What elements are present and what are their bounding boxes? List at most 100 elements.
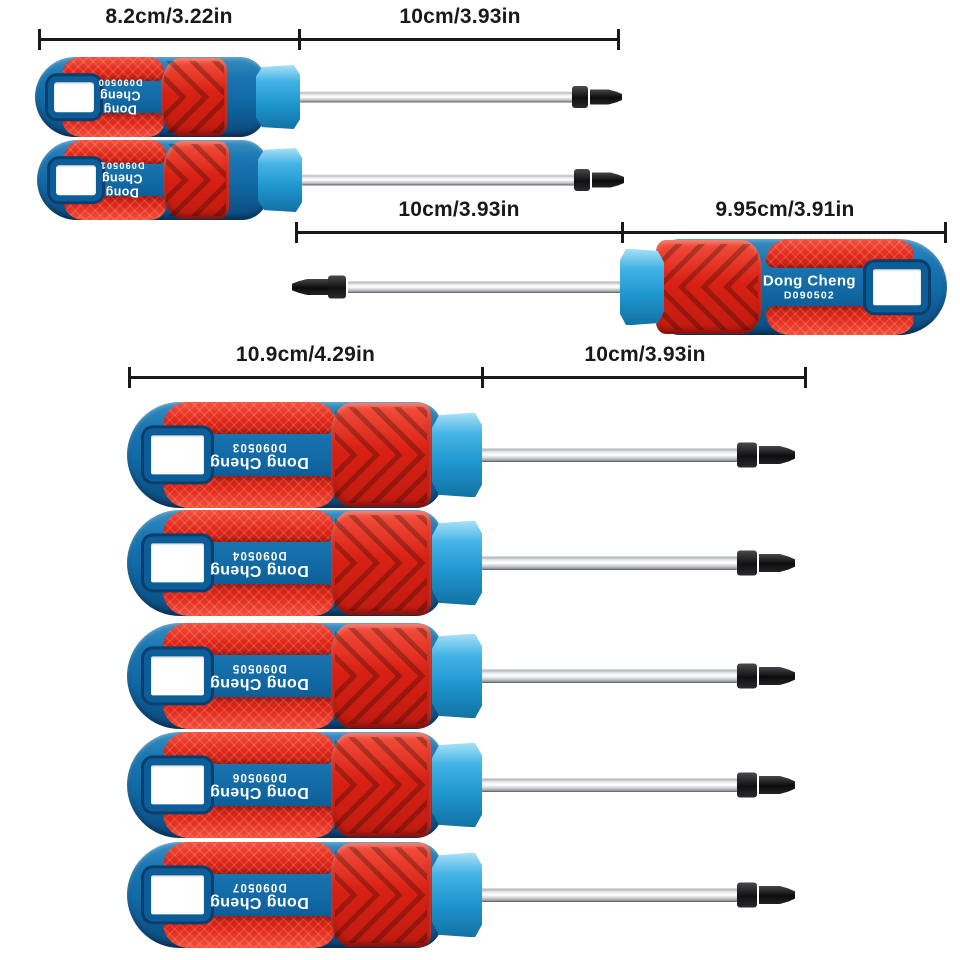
brand-label: Dong Cheng <box>762 272 856 290</box>
grip <box>163 141 229 219</box>
chevron-pattern <box>335 407 427 455</box>
shaft <box>482 556 737 570</box>
grip-pad-bottom <box>163 584 336 616</box>
ferrule <box>737 882 757 908</box>
collar <box>432 412 482 498</box>
handle-print: Dong Cheng D090506 <box>191 769 327 801</box>
dimension-label: 10cm/3.93in <box>584 343 706 366</box>
handle-print: Dong Cheng D090503 <box>191 439 327 470</box>
ruler-tick <box>944 222 947 243</box>
shaft <box>482 778 737 792</box>
ferrule <box>574 169 590 191</box>
hang-hole <box>143 428 211 482</box>
dimension-label: 10.9cm/4.29in <box>235 343 376 366</box>
shaft <box>300 91 572 103</box>
model-label: D090502 <box>783 289 835 302</box>
brand-label: Dong Cheng <box>209 674 309 692</box>
ruler-tick <box>617 29 620 50</box>
grip <box>331 733 431 837</box>
collar <box>432 852 482 938</box>
ruler-tick <box>298 29 301 50</box>
chevron-pattern <box>335 847 427 895</box>
chevron-pattern <box>335 455 427 503</box>
chevron-pattern <box>165 144 227 180</box>
ruler-middle: 10cm/3.93in 9.95cm/3.91in <box>295 198 947 246</box>
dimension-label: 10cm/3.93in <box>398 198 520 221</box>
ruler-top: 8.2cm/3.22in 10cm/3.93in <box>38 5 620 53</box>
handle: Dong Cheng D090500 <box>35 57 300 137</box>
chevron-pattern <box>163 97 225 133</box>
grip <box>161 58 227 136</box>
torx-tip <box>759 554 795 572</box>
handle-print: Dong Cheng D090504 <box>191 547 327 578</box>
chevron-pattern <box>335 563 427 611</box>
shaft <box>302 174 574 186</box>
collar <box>432 520 482 606</box>
dimension-label: 9.95cm/3.91in <box>715 198 855 221</box>
brand-label: Dong Cheng <box>99 88 141 117</box>
grip <box>656 240 762 334</box>
shaft <box>482 669 737 683</box>
grip <box>331 624 431 728</box>
handle: Dong Cheng D090505 <box>127 623 482 729</box>
handle-print: Dong Cheng D090505 <box>191 660 327 692</box>
hang-hole <box>143 536 211 590</box>
chevron-pattern <box>335 785 427 833</box>
torx-tip <box>590 89 622 105</box>
screwdriver-d090504: Dong Cheng D090504 <box>127 510 795 616</box>
screwdriver-d090503: Dong Cheng D090503 <box>127 402 795 508</box>
brand-label: Dong Cheng <box>209 783 309 801</box>
chevron-pattern <box>335 628 427 676</box>
collar <box>620 248 664 326</box>
ruler-tick <box>295 222 298 243</box>
torx-tip <box>759 776 795 794</box>
screwdriver-d090502: Dong Cheng D090502 <box>292 239 947 335</box>
ruler-tick <box>804 367 807 388</box>
collar <box>256 65 300 129</box>
shaft <box>348 281 620 293</box>
grip <box>331 843 431 947</box>
torx-tip <box>592 172 624 188</box>
torx-tip <box>292 279 328 295</box>
handle-print: Dong Cheng D090507 <box>191 879 327 911</box>
grip-pad-bottom <box>163 476 336 508</box>
grip <box>331 511 431 615</box>
torx-tip <box>759 667 795 685</box>
chevron-pattern <box>660 243 758 287</box>
handle-print: Dong Cheng D090502 <box>734 272 884 301</box>
model-label: D090504 <box>231 548 287 561</box>
ruler-line <box>38 38 620 41</box>
dimension-label: 8.2cm/3.22in <box>105 5 233 28</box>
handle: Dong Cheng D090502 <box>620 239 947 335</box>
shaft <box>482 888 737 902</box>
chevron-pattern <box>165 180 227 216</box>
brand-label: Dong Cheng <box>209 893 309 911</box>
handle-print: Dong Cheng D090501 <box>85 160 159 200</box>
model-label: D090500 <box>97 77 143 88</box>
screwdriver-d090507: Dong Cheng D090507 <box>127 842 795 948</box>
hang-hole <box>143 758 211 812</box>
collar <box>432 633 482 719</box>
brand-label: Dong Cheng <box>101 171 143 200</box>
hang-hole <box>865 262 928 312</box>
chevron-pattern <box>335 676 427 724</box>
handle: Dong Cheng D090501 <box>37 140 302 220</box>
model-label: D090503 <box>231 440 287 453</box>
ruler-tick <box>38 29 41 50</box>
torx-tip <box>759 886 795 904</box>
grip-pad-bottom <box>163 916 336 948</box>
handle: Dong Cheng D090503 <box>127 402 482 508</box>
chevron-pattern <box>335 515 427 563</box>
hang-hole <box>47 76 100 118</box>
collar <box>432 742 482 828</box>
chevron-pattern <box>163 61 225 97</box>
chevron-pattern <box>660 287 758 331</box>
hang-hole <box>143 868 211 922</box>
chevron-pattern <box>335 895 427 943</box>
handle-print: Dong Cheng D090500 <box>83 77 157 117</box>
screwdriver-d090505: Dong Cheng D090505 <box>127 623 795 729</box>
ruler-tick <box>128 367 131 388</box>
hang-hole <box>143 649 211 703</box>
ferrule <box>328 275 346 299</box>
